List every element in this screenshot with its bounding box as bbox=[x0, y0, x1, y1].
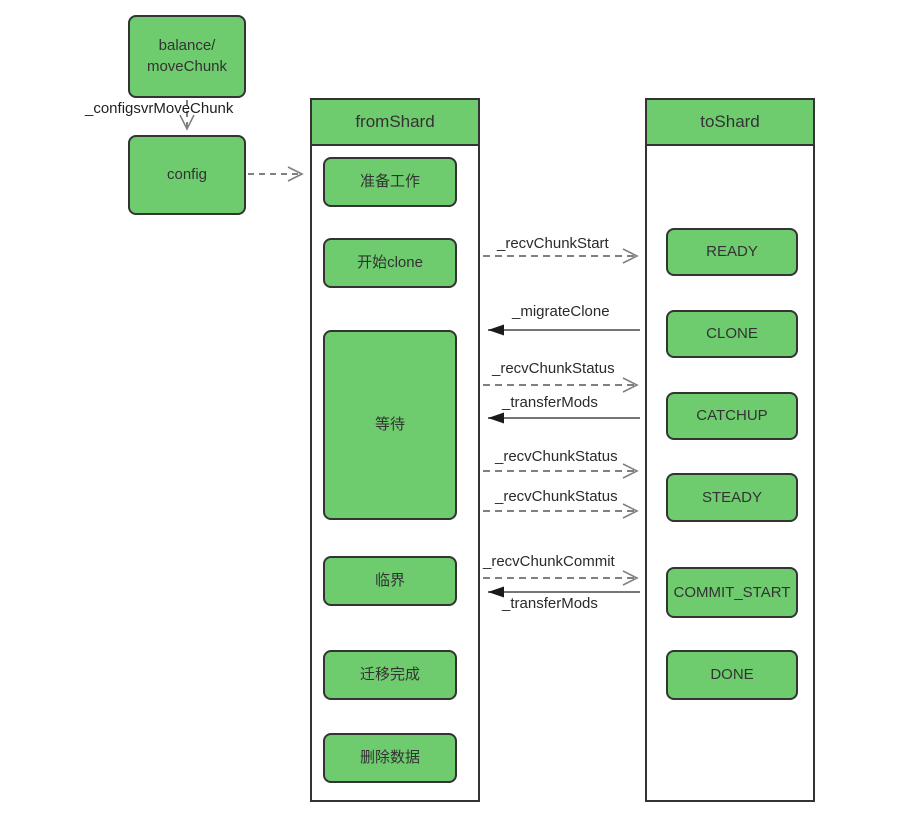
label-recvChunkStatus-2: _recvChunkStatus bbox=[495, 448, 618, 465]
toshard-step-steady: STEADY bbox=[666, 473, 798, 522]
toshard-step-commit-start: COMMIT_START bbox=[666, 567, 798, 618]
label-migrateClone: _migrateClone bbox=[512, 303, 610, 320]
label-configsvrMoveChunk: _configsvrMoveChunk bbox=[85, 100, 234, 117]
fromshard-header: fromShard bbox=[312, 100, 478, 146]
label-recvChunkStatus-1: _recvChunkStatus bbox=[492, 360, 615, 377]
fromshard-step-critical: 临界 bbox=[323, 556, 457, 606]
toshard-header: toShard bbox=[647, 100, 813, 146]
fromshard-step-start-clone: 开始clone bbox=[323, 238, 457, 288]
toshard-step-done: DONE bbox=[666, 650, 798, 700]
toshard-step-catchup: CATCHUP bbox=[666, 392, 798, 440]
label-recvChunkStart: _recvChunkStart bbox=[497, 235, 609, 252]
fromshard-step-prepare: 准备工作 bbox=[323, 157, 457, 207]
node-balance-movechunk: balance/ moveChunk bbox=[128, 15, 246, 98]
toshard-step-clone: CLONE bbox=[666, 310, 798, 358]
label-transferMods-1: _transferMods bbox=[502, 394, 598, 411]
label-recvChunkStatus-3: _recvChunkStatus bbox=[495, 488, 618, 505]
balance-label-line2: moveChunk bbox=[146, 57, 228, 75]
label-transferMods-2: _transferMods bbox=[502, 595, 598, 612]
fromshard-step-delete-data: 删除数据 bbox=[323, 733, 457, 783]
toshard-step-ready: READY bbox=[666, 228, 798, 276]
config-label: config bbox=[166, 165, 208, 183]
fromshard-step-migration-done: 迁移完成 bbox=[323, 650, 457, 700]
fromshard-step-wait: 等待 bbox=[323, 330, 457, 520]
node-config: config bbox=[128, 135, 246, 215]
balance-label-line1: balance/ bbox=[158, 37, 216, 55]
label-recvChunkCommit: _recvChunkCommit bbox=[483, 553, 615, 570]
